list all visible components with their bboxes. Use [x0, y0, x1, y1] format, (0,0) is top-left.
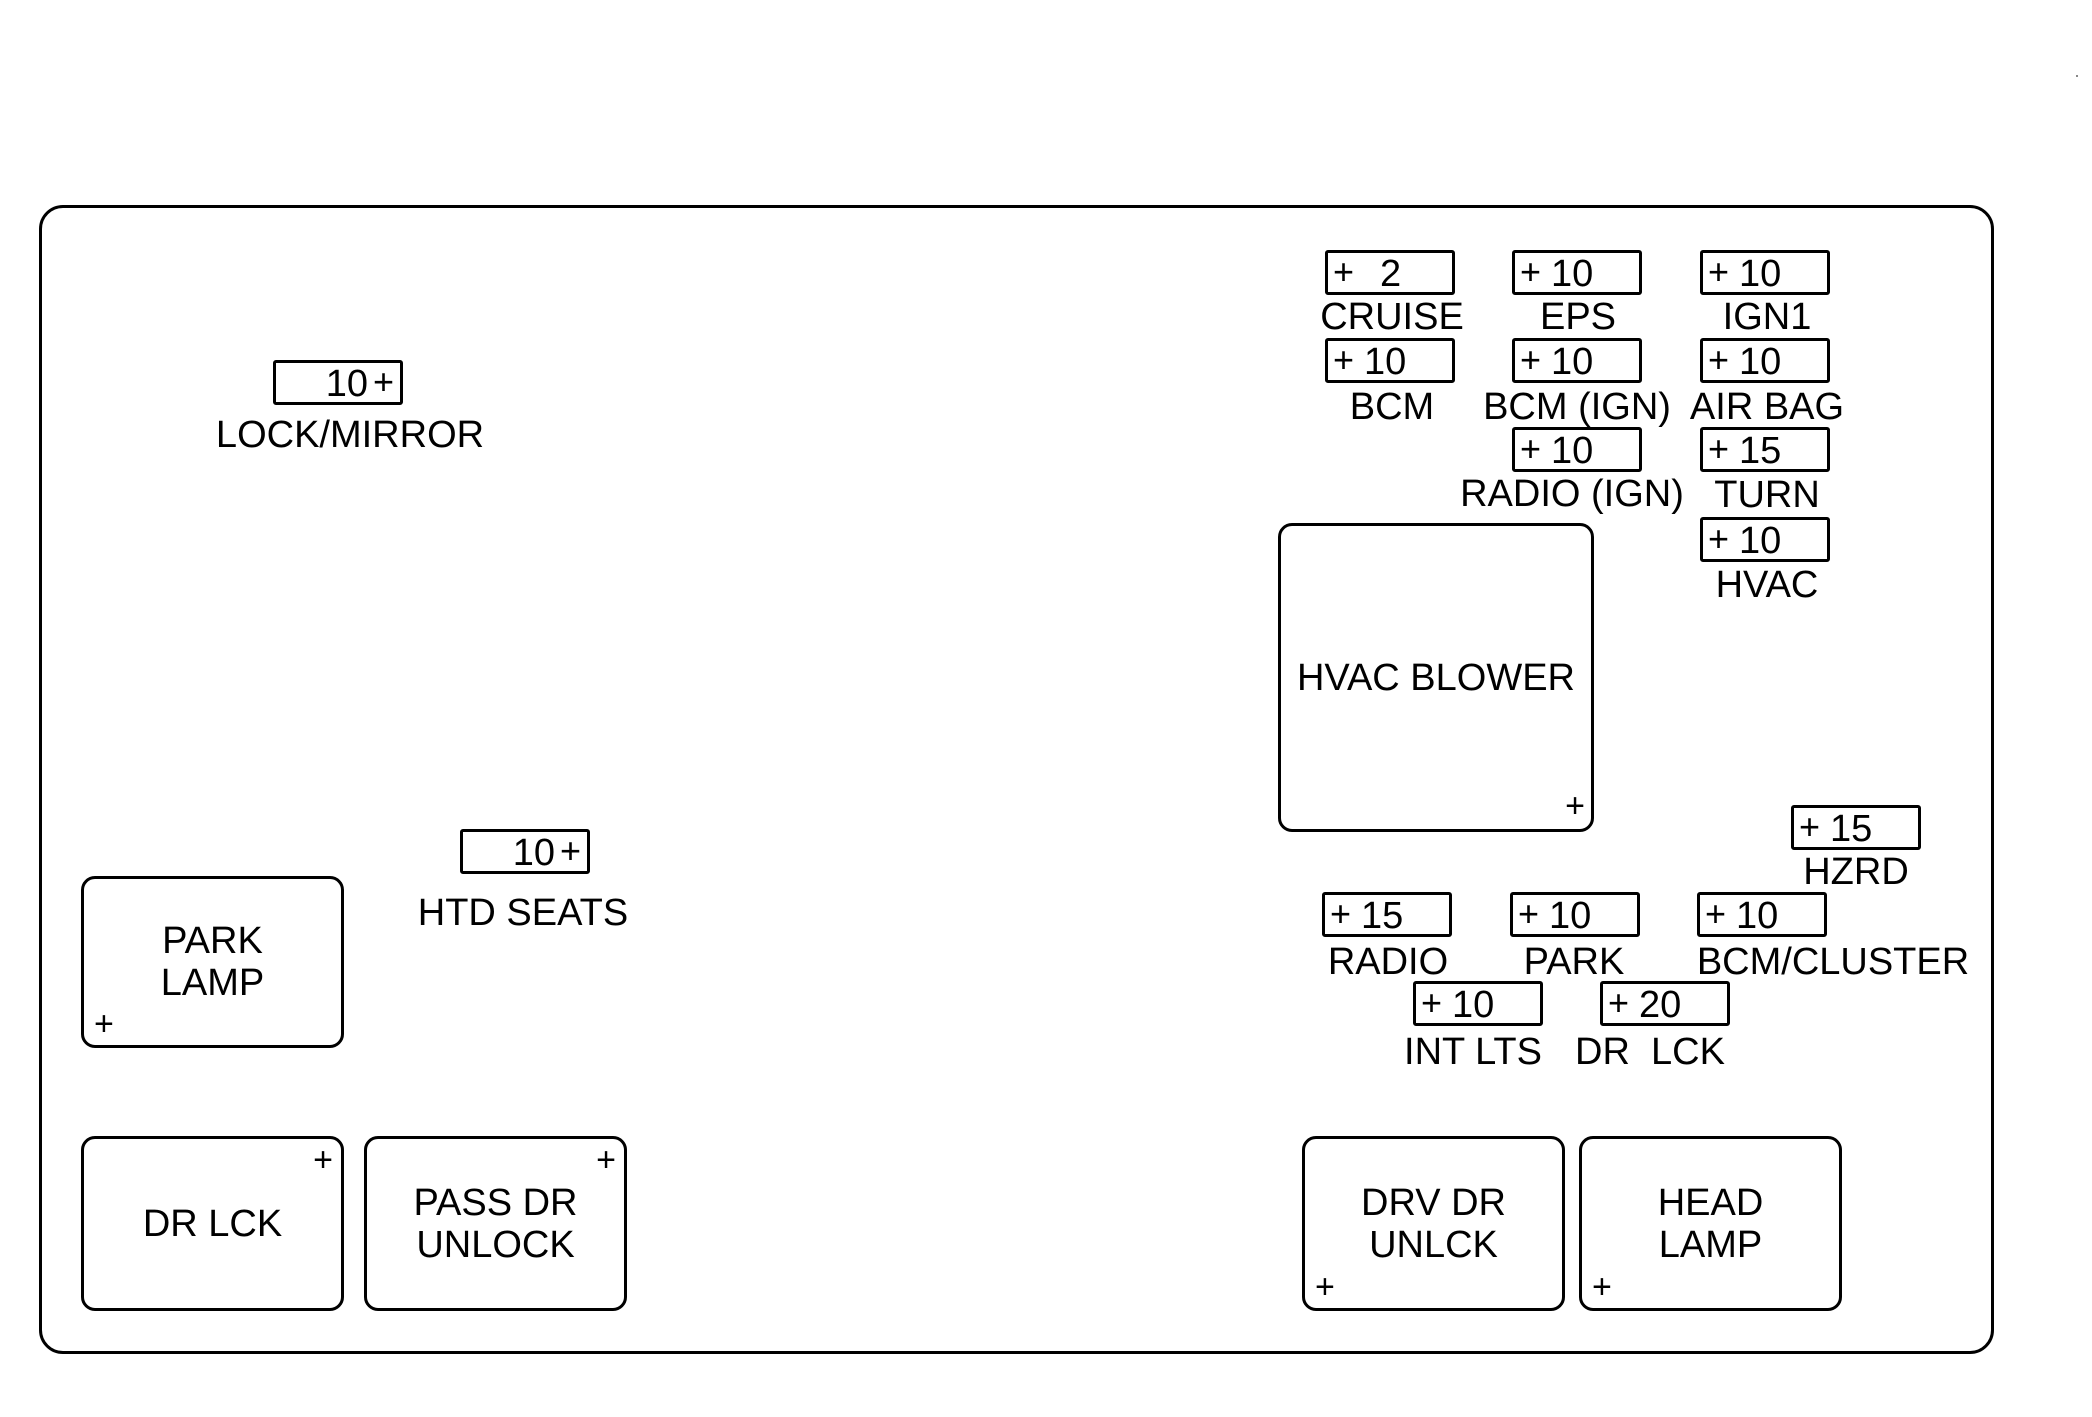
- fuse-label: BCM/CLUSTER: [1696, 941, 1970, 983]
- relay-pass-dr-unlock[interactable]: PASS DR UNLOCK +: [364, 1136, 627, 1311]
- fuse-label: TURN: [1714, 474, 1820, 516]
- fuse-amperage: 10: [1452, 984, 1495, 1026]
- fuse-label: HTD SEATS: [417, 892, 629, 934]
- fuse-air-bag[interactable]: + 10: [1700, 338, 1830, 383]
- plus-terminal-icon: +: [94, 1005, 114, 1043]
- fuse-radio-ign[interactable]: + 10: [1512, 427, 1642, 472]
- fuse-ign1[interactable]: + 10: [1700, 250, 1830, 295]
- fuse-label: HVAC: [1715, 564, 1819, 606]
- fuse-amperage: 10: [325, 363, 368, 405]
- fuse-amperage: 10: [1551, 341, 1594, 383]
- fuse-hzrd[interactable]: + 15: [1791, 805, 1921, 850]
- fuse-label: BCM: [1349, 386, 1435, 428]
- fuse-dr-lck[interactable]: + 20: [1600, 981, 1730, 1026]
- relay-label: DR LCK: [142, 1202, 283, 1245]
- fuse-label: RADIO: [1327, 941, 1449, 983]
- plus-terminal-icon: +: [1333, 339, 1355, 380]
- relay-head-lamp[interactable]: HEAD LAMP +: [1579, 1136, 1842, 1311]
- relay-label: PARK LAMP: [160, 920, 265, 1004]
- plus-terminal-icon: +: [1333, 251, 1355, 292]
- fuse-amperage: 10: [1551, 253, 1594, 295]
- fuse-eps[interactable]: + 10: [1512, 250, 1642, 295]
- fuse-label: PARK: [1523, 941, 1625, 983]
- fuse-label: BCM (IGN): [1483, 386, 1671, 428]
- fuse-amperage: 10: [1739, 253, 1782, 295]
- fuse-radio[interactable]: + 15: [1322, 892, 1452, 937]
- fuse-label: DR LCK: [1575, 1031, 1725, 1073]
- plus-terminal-icon: +: [1708, 428, 1730, 469]
- relay-label: HVAC BLOWER: [1296, 656, 1575, 699]
- plus-terminal-icon: +: [1799, 806, 1821, 847]
- fuse-bcm[interactable]: + 10: [1325, 338, 1455, 383]
- plus-terminal-icon: +: [559, 830, 581, 871]
- stray-mark: [2076, 75, 2078, 77]
- fuse-amperage: 15: [1739, 430, 1782, 472]
- plus-terminal-icon: +: [1330, 893, 1352, 934]
- relay-dr-lck[interactable]: DR LCK +: [81, 1136, 344, 1311]
- plus-terminal-icon: +: [1708, 339, 1730, 380]
- plus-terminal-icon: +: [1520, 428, 1542, 469]
- fuse-amperage: 10: [1739, 520, 1782, 562]
- fuse-lock-mirror[interactable]: 10 +: [273, 360, 403, 405]
- relay-label: DRV DR UNLCK: [1361, 1181, 1506, 1266]
- fuse-amperage: 15: [1361, 895, 1404, 937]
- plus-terminal-icon: +: [1315, 1268, 1335, 1306]
- fuse-hvac[interactable]: + 10: [1700, 517, 1830, 562]
- plus-terminal-icon: +: [1520, 339, 1542, 380]
- fuse-turn[interactable]: + 15: [1700, 427, 1830, 472]
- fuse-label: IGN1: [1722, 296, 1812, 338]
- fuse-amperage: 20: [1639, 984, 1682, 1026]
- fuse-park[interactable]: + 10: [1510, 892, 1640, 937]
- plus-terminal-icon: +: [1421, 982, 1443, 1023]
- fuse-amperage: 10: [1736, 895, 1779, 937]
- fuse-bcm-ign[interactable]: + 10: [1512, 338, 1642, 383]
- fuse-amperage: 10: [1739, 341, 1782, 383]
- relay-drv-dr-unlck[interactable]: DRV DR UNLCK +: [1302, 1136, 1565, 1311]
- fuse-label: RADIO (IGN): [1460, 473, 1684, 515]
- fuse-label: INT LTS: [1404, 1031, 1542, 1073]
- plus-terminal-icon: +: [596, 1141, 616, 1179]
- plus-terminal-icon: +: [1520, 251, 1542, 292]
- plus-terminal-icon: +: [1592, 1268, 1612, 1306]
- fuse-block-outline: [39, 205, 1994, 1354]
- plus-terminal-icon: +: [1608, 982, 1630, 1023]
- fuse-label: EPS: [1539, 296, 1617, 338]
- fuse-bcm-cluster[interactable]: + 10: [1697, 892, 1827, 937]
- fuse-amperage: 10: [1551, 430, 1594, 472]
- fuse-label: AIR BAG: [1689, 386, 1845, 428]
- plus-terminal-icon: +: [1708, 518, 1730, 559]
- fuse-label: HZRD: [1803, 851, 1909, 893]
- relay-hvac-blower[interactable]: HVAC BLOWER +: [1278, 523, 1594, 832]
- fuse-label: LOCK/MIRROR: [215, 414, 485, 456]
- fuse-amperage: 10: [1549, 895, 1592, 937]
- fuse-amperage: 2: [1380, 253, 1402, 295]
- fuse-amperage: 10: [512, 832, 555, 874]
- plus-terminal-icon: +: [313, 1141, 333, 1179]
- relay-park-lamp[interactable]: PARK LAMP +: [81, 876, 344, 1048]
- plus-terminal-icon: +: [1518, 893, 1540, 934]
- fuse-amperage: 10: [1364, 341, 1407, 383]
- plus-terminal-icon: +: [1565, 787, 1585, 825]
- fuse-cruise[interactable]: + 2: [1325, 250, 1455, 295]
- fuse-htd-seats[interactable]: 10 +: [460, 829, 590, 874]
- plus-terminal-icon: +: [1705, 893, 1727, 934]
- fuse-amperage: 15: [1830, 808, 1873, 850]
- fuse-int-lts[interactable]: + 10: [1413, 981, 1543, 1026]
- plus-terminal-icon: +: [1708, 251, 1730, 292]
- relay-label: PASS DR UNLOCK: [413, 1181, 578, 1266]
- relay-label: HEAD LAMP: [1657, 1181, 1764, 1266]
- plus-terminal-icon: +: [372, 361, 394, 402]
- fuse-label: CRUISE: [1320, 296, 1464, 338]
